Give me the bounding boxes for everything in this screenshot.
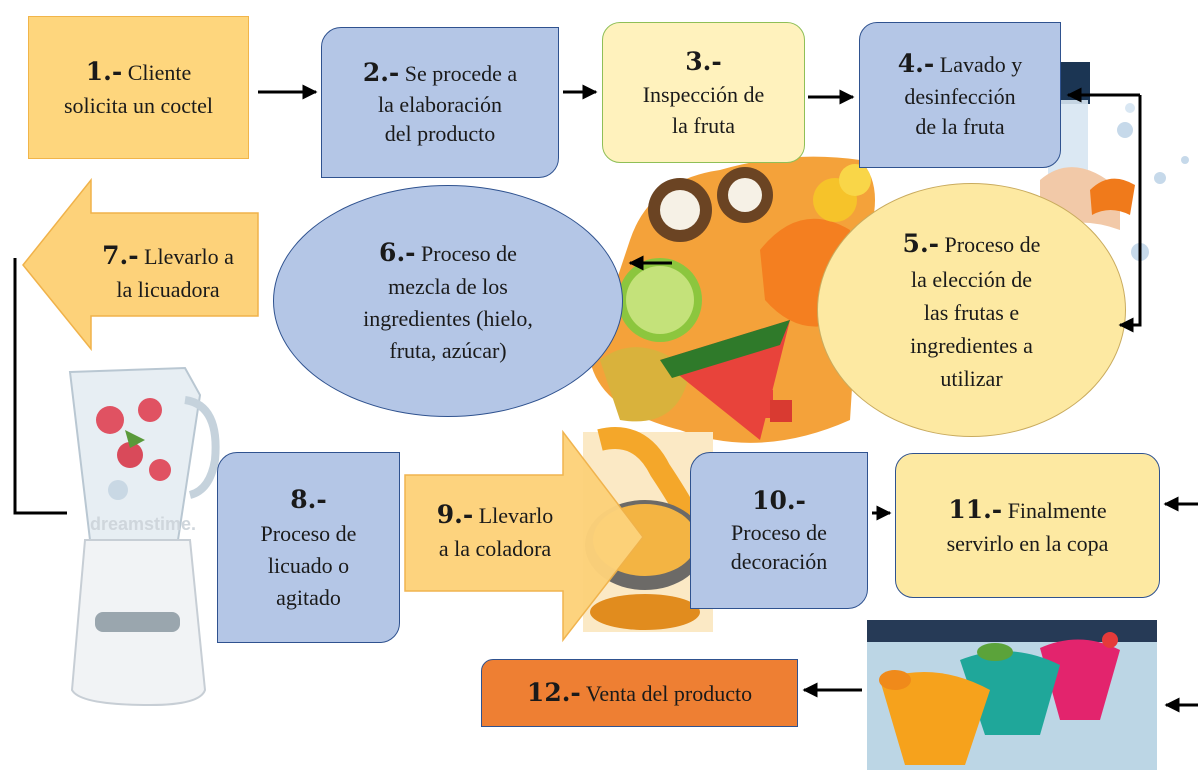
step-3-box: 3.- Inspección de la fruta — [602, 22, 805, 163]
step-7-text-b: la licuadora — [116, 276, 220, 302]
step-1-box: 1.- Cliente solicita un coctel — [28, 16, 249, 159]
step-6-ellipse: 6.- Proceso de mezcla de los ingrediente… — [273, 185, 623, 417]
step-2-box: 2.- Se procede a la elaboración del prod… — [321, 27, 559, 178]
step-5-number: 5.- — [902, 229, 940, 259]
blender-image — [68, 366, 220, 707]
step-5-text-e: utilizar — [940, 365, 1003, 391]
step-10-box: 10.- Proceso de decoración — [690, 452, 868, 609]
step-2-text-c: del producto — [384, 121, 496, 147]
step-6-text-a: Proceso de — [421, 241, 517, 267]
step-2-text-b: la elaboración — [378, 91, 502, 117]
step-5-text-a: Proceso de — [944, 232, 1041, 258]
step-4-number: 4.- — [897, 49, 935, 79]
step-4-box: 4.- Lavado y desinfección de la fruta — [859, 22, 1061, 168]
watermark-text: dreamstime. — [90, 514, 197, 534]
step-3-text-a: Inspección de — [642, 82, 765, 108]
step-12-number: 12.- — [526, 678, 581, 708]
step-4-text-b: desinfección — [904, 83, 1016, 109]
step-12-box: 12.- Venta del producto — [481, 659, 798, 727]
step-2-number: 2.- — [362, 57, 400, 87]
step-3-number: 3.- — [685, 46, 722, 76]
step-1-number: 1.- — [85, 57, 123, 87]
step-6-number: 6.- — [379, 238, 416, 268]
step-6-text-d: fruta, azúcar) — [389, 338, 507, 364]
step-8-box: 8.- Proceso de licuado o agitado — [217, 452, 400, 643]
step-9-label: 9.- Llevarlo a la coladora — [410, 497, 580, 564]
step-9-text-b: a la coladora — [438, 535, 552, 561]
step-11-number: 11.- — [948, 495, 1003, 525]
step-8-text-a: Proceso de — [260, 520, 357, 546]
step-8-text-b: licuado o — [267, 552, 350, 578]
step-4-text-a: Lavado y — [939, 52, 1023, 78]
step-11-box: 11.- Finalmente servirlo en la copa — [895, 453, 1160, 598]
step-7-label: 7.- Llevarlo a la licuadora — [78, 238, 258, 305]
step-7-number: 7.- — [102, 241, 139, 270]
cocktail-glasses-image — [867, 620, 1157, 770]
step-12-text-a: Venta del producto — [585, 681, 753, 707]
step-5-text-b: la elección de — [911, 266, 1032, 292]
step-1-text-a: Cliente — [127, 60, 192, 86]
step-6-text-c: ingredientes (hielo, — [363, 306, 533, 332]
fruit-pile-image — [590, 156, 875, 443]
step-8-text-c: agitado — [276, 584, 341, 610]
step-4-text-c: de la fruta — [915, 114, 1005, 140]
step-9-text-a: Llevarlo — [478, 503, 554, 528]
step-9-number: 9.- — [436, 500, 474, 529]
step-1-text-b: solicita un coctel — [63, 92, 214, 118]
step-11-text-a: Finalmente — [1007, 498, 1107, 524]
step-11-text-b: servirlo en la copa — [946, 530, 1109, 556]
step-3-text-b: la fruta — [672, 113, 735, 139]
step-8-number: 8.- — [290, 484, 327, 514]
step-7-text-a: Llevarlo a — [144, 244, 234, 269]
step-2-text-a: Se procede a — [404, 60, 518, 86]
step-10-text-a: Proceso de — [731, 519, 827, 545]
step-5-text-d: ingredientes a — [910, 332, 1033, 358]
step-5-circle: 5.- Proceso de la elección de las frutas… — [817, 183, 1126, 437]
step-10-number: 10.- — [752, 485, 806, 515]
step-5-text-c: las frutas e — [923, 299, 1020, 325]
step-6-text-b: mezcla de los — [388, 274, 508, 300]
step-10-text-b: decoración — [730, 549, 828, 575]
